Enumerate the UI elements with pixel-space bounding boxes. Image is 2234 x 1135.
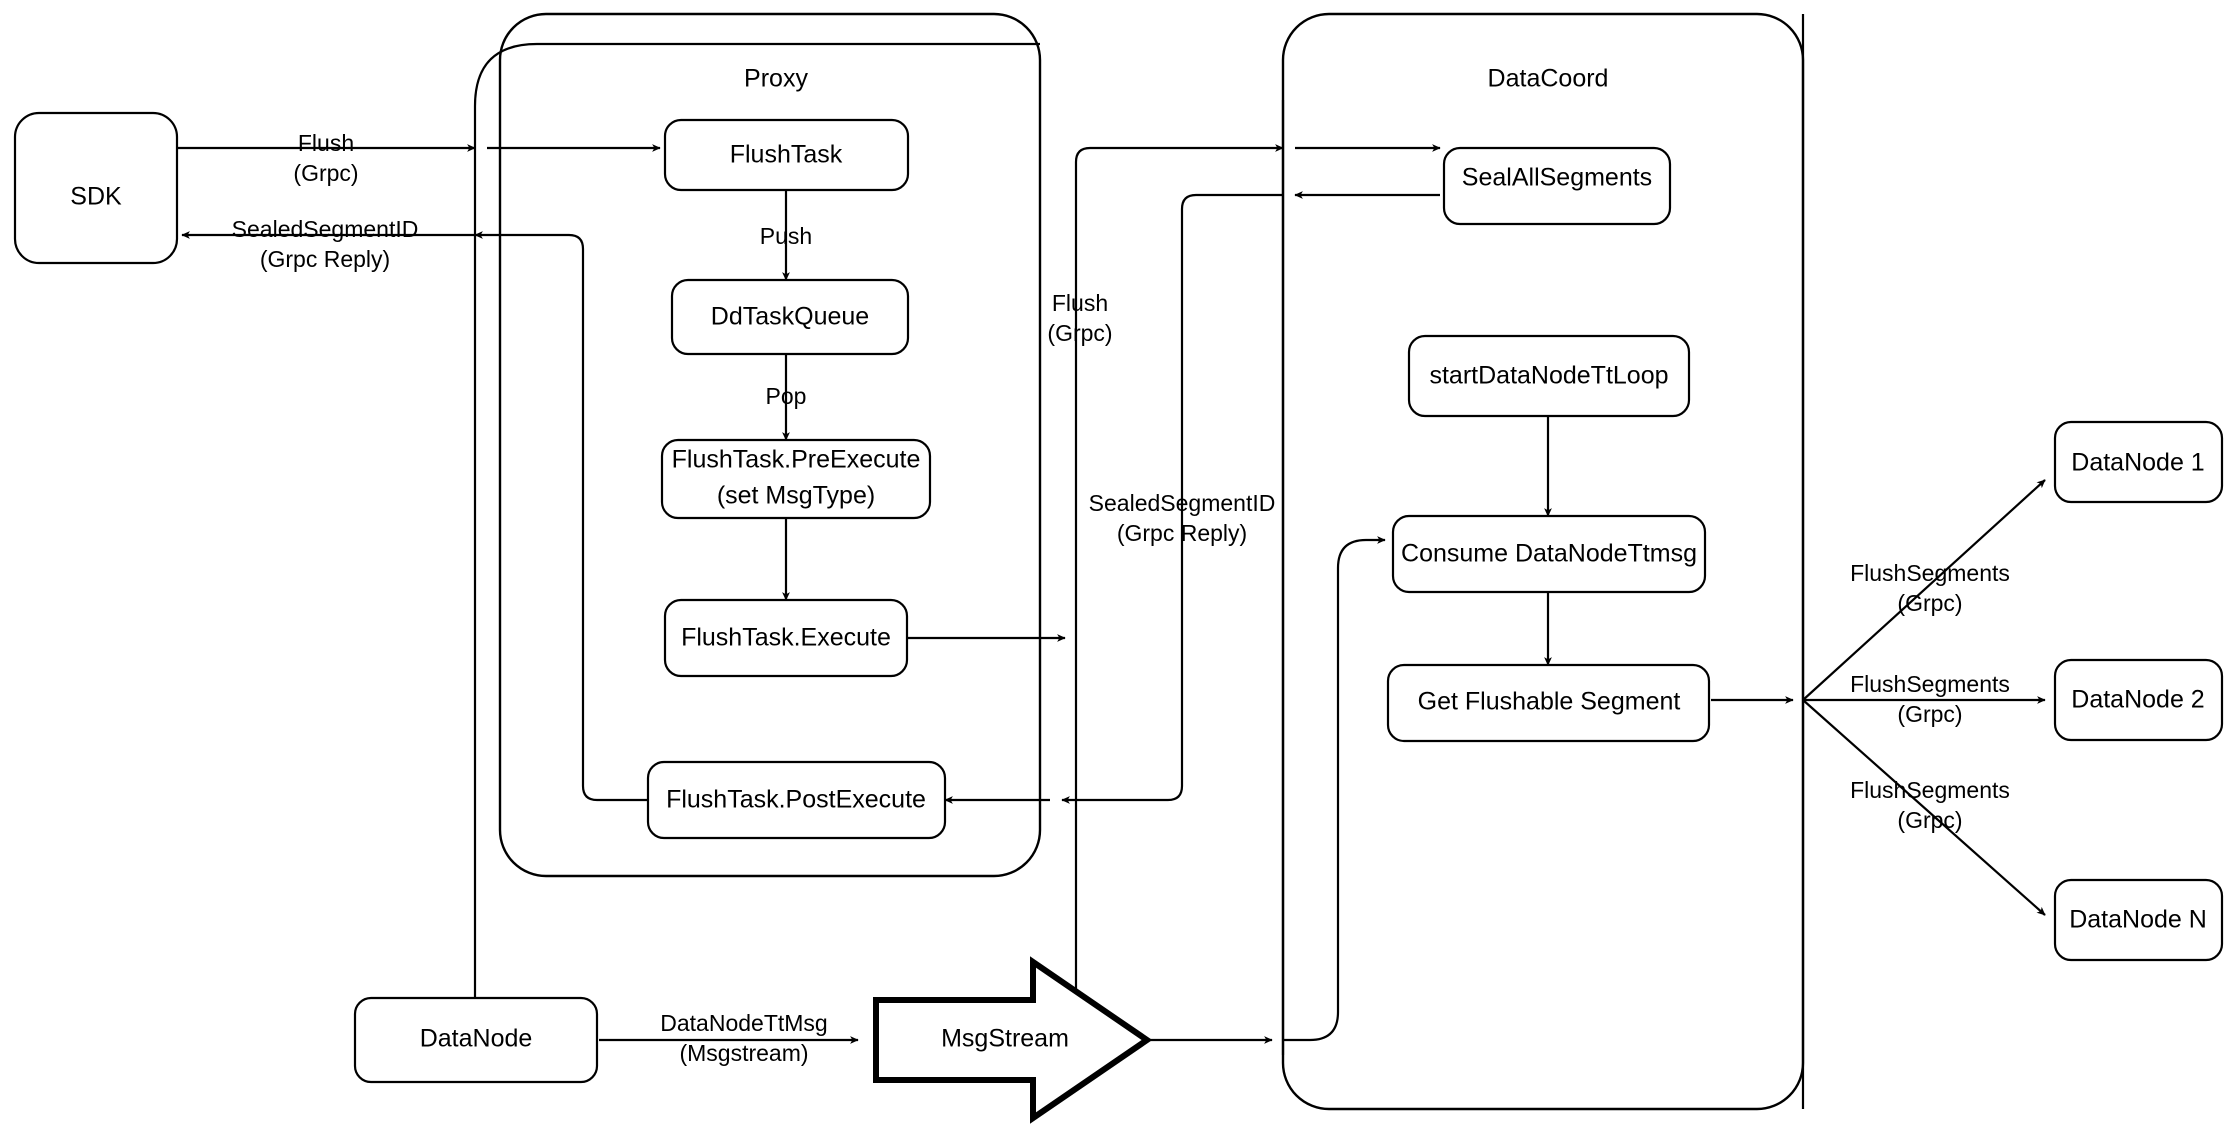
- edge-postexecute-to-sdk-reply: [474, 231, 648, 802]
- datanode-n-box[interactable]: [2053, 878, 2224, 962]
- label-proxy-to-sdk: SealedSegmentID (Grpc Reply): [232, 216, 419, 272]
- edge-proxy-boundary-top-curve: [473, 42, 1040, 107]
- node-get-flushable-segment[interactable]: Get Flushable Segment: [1386, 663, 1711, 743]
- label-proxy-to-coord: Flush (Grpc): [1047, 290, 1112, 346]
- get-flushable-box[interactable]: [1386, 663, 1711, 743]
- label-flush-grpc-line2: (Grpc): [293, 160, 358, 186]
- label-pop: Pop: [766, 383, 807, 409]
- label-flushsegments-2-line2: (Grpc): [1897, 701, 1962, 727]
- node-flushtask-postexecute[interactable]: FlushTask.PostExecute: [646, 760, 947, 840]
- node-datanode-2[interactable]: DataNode 2: [2053, 658, 2224, 742]
- datanode-1-label: DataNode 1: [2071, 449, 2204, 477]
- seal-all-segments-box[interactable]: [1442, 146, 1672, 226]
- node-start-datanode-ttloop[interactable]: startDataNodeTtLoop: [1407, 334, 1691, 418]
- label-datanode-ttmsg: DataNodeTtMsg (Msgstream): [660, 1010, 827, 1066]
- preexecute-label-line2: (set MsgType): [717, 482, 875, 510]
- label-flushsegments-1-line1: FlushSegments: [1850, 560, 2010, 586]
- node-sdk[interactable]: SDK: [13, 111, 179, 265]
- node-consume-datanode-ttmsg[interactable]: Consume DataNodeTtmsg: [1391, 514, 1707, 594]
- msgstream-label: MsgStream: [941, 1025, 1069, 1053]
- postexecute-box[interactable]: [646, 760, 947, 840]
- label-flushsegments-n-line2: (Grpc): [1897, 807, 1962, 833]
- label-coord-flush-line2: (Grpc): [1047, 320, 1112, 346]
- preexecute-label-line1: FlushTask.PreExecute: [672, 446, 921, 474]
- label-sealedsegmentid-line2: (Grpc Reply): [260, 246, 390, 272]
- proxy-container-title: Proxy: [744, 65, 808, 93]
- label-sdk-to-proxy: Flush (Grpc): [293, 130, 358, 186]
- node-datanode-bottom[interactable]: DataNode: [353, 996, 599, 1084]
- execute-box[interactable]: [663, 598, 909, 678]
- seal-all-segments-label: SealAllSegments: [1462, 164, 1652, 192]
- start-ttloop-label: startDataNodeTtLoop: [1429, 362, 1668, 390]
- sdk-label: SDK: [70, 183, 122, 211]
- label-flush-grpc-line1: Flush: [298, 130, 354, 156]
- edge-sealedsegmentid-reply-rail: [1061, 193, 1283, 804]
- label-ttmsg-line1: DataNodeTtMsg: [660, 1010, 827, 1036]
- dd-task-queue-box[interactable]: [670, 278, 910, 356]
- datanode-2-label: DataNode 2: [2071, 686, 2204, 714]
- label-coord-flush-line1: Flush: [1052, 290, 1108, 316]
- label-push: Push: [760, 223, 812, 249]
- postexecute-label: FlushTask.PostExecute: [666, 786, 926, 814]
- node-msgstream[interactable]: MsgStream: [873, 956, 1153, 1124]
- node-flushtask-execute[interactable]: FlushTask.Execute: [663, 598, 909, 678]
- label-coord-to-proxy: SealedSegmentID (Grpc Reply): [1089, 490, 1276, 546]
- node-datanode-1[interactable]: DataNode 1: [2053, 420, 2224, 504]
- label-ttmsg-line2: (Msgstream): [679, 1040, 808, 1066]
- label-sealedsegmentid-line1: SealedSegmentID: [232, 216, 419, 242]
- edge-hub-to-datanoden: [1802, 699, 2046, 916]
- msgstream-arrow-shape[interactable]: [873, 956, 1153, 1124]
- node-datanode-n[interactable]: DataNode N: [2053, 878, 2224, 962]
- execute-label: FlushTask.Execute: [681, 624, 891, 652]
- datanode-1-box[interactable]: [2053, 420, 2224, 504]
- label-coord-reply-line1: SealedSegmentID: [1089, 490, 1276, 516]
- dd-task-queue-label: DdTaskQueue: [711, 303, 869, 331]
- datanode-n-label: DataNode N: [2069, 906, 2207, 934]
- consume-ttmsg-label: Consume DataNodeTtmsg: [1401, 540, 1697, 568]
- label-flushsegments-2-line1: FlushSegments: [1850, 671, 2010, 697]
- consume-ttmsg-box[interactable]: [1391, 514, 1707, 594]
- flush-task-box[interactable]: [663, 118, 910, 192]
- node-flush-task[interactable]: FlushTask: [663, 118, 910, 192]
- sdk-box[interactable]: [13, 111, 179, 265]
- edge-datacoord-to-consume: [1283, 536, 1386, 1042]
- node-flushtask-preexecute[interactable]: FlushTask.PreExecute (set MsgType): [660, 438, 932, 520]
- get-flushable-label: Get Flushable Segment: [1418, 688, 1681, 716]
- edge-flush-grpc-rail: [1074, 144, 1284, 638]
- start-ttloop-box[interactable]: [1407, 334, 1691, 418]
- label-flush-segments-2: FlushSegments (Grpc): [1850, 671, 2010, 727]
- datacoord-container-title: DataCoord: [1488, 65, 1609, 93]
- node-seal-all-segments[interactable]: SealAllSegments: [1442, 146, 1672, 226]
- label-flushsegments-n-line1: FlushSegments: [1850, 777, 2010, 803]
- node-dd-task-queue[interactable]: DdTaskQueue: [670, 278, 910, 356]
- label-flush-segments-n: FlushSegments (Grpc): [1850, 777, 2010, 833]
- label-flush-segments-1: FlushSegments (Grpc): [1850, 560, 2010, 616]
- label-flushsegments-1-line2: (Grpc): [1897, 590, 1962, 616]
- datanode-2-box[interactable]: [2053, 658, 2224, 742]
- flush-task-label: FlushTask: [730, 141, 843, 169]
- datanode-bottom-box[interactable]: [353, 996, 599, 1084]
- preexecute-box[interactable]: [660, 438, 932, 520]
- datanode-bottom-label: DataNode: [420, 1025, 533, 1053]
- label-coord-reply-line2: (Grpc Reply): [1117, 520, 1247, 546]
- edge-hub-to-datanode1: [1802, 479, 2046, 701]
